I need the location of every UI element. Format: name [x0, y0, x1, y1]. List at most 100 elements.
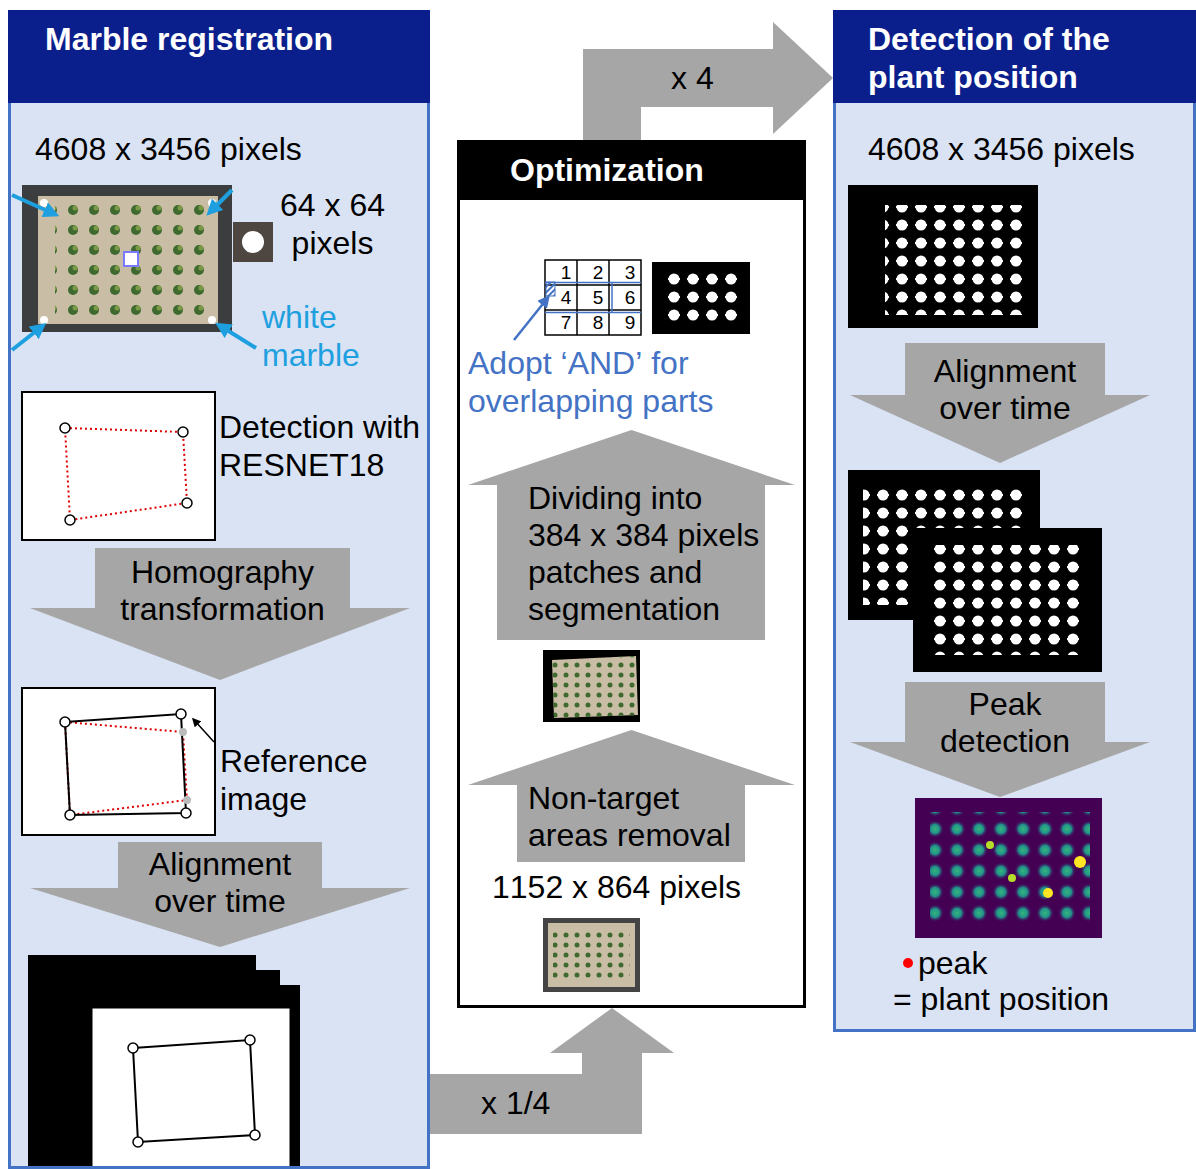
pointer-arrow [212, 190, 232, 210]
panel-heading: Optimization [457, 140, 806, 200]
size-label: 4608 x 3456 pixels [868, 130, 1135, 168]
label-slot: 7 [550, 310, 582, 335]
small-ground [548, 923, 635, 987]
label-slot: 64 x 64 pixels [270, 186, 395, 262]
corner-dot [133, 1137, 143, 1147]
arrow-head [773, 22, 833, 134]
heat-peak [1074, 856, 1086, 868]
detected-quad [65, 428, 187, 520]
pointer-arrow [12, 195, 52, 213]
arrow-text: Alignment over time [118, 846, 322, 920]
panel-box: Detection of the plant positionAlignment… [833, 10, 1196, 1032]
corner-dot [181, 808, 191, 818]
arrow-outline [850, 682, 1150, 797]
marble-patch [233, 222, 273, 262]
label-slot: 1 [550, 260, 582, 285]
marble-dot [40, 199, 48, 207]
leader-line [195, 721, 214, 742]
overlap-hatch [546, 282, 555, 296]
flow-arrow [612, 22, 833, 140]
heat-peak [986, 841, 994, 849]
label-slot: 3 [614, 260, 646, 285]
mask-blobs [885, 205, 1025, 315]
label-slot: Detection with RESNET18 [219, 408, 425, 484]
mask-blobs [930, 545, 1085, 655]
panel-box: OptimizationDividing into 384 x 384 pixe… [457, 140, 806, 1008]
arrow-outline [850, 343, 1150, 463]
corner-dot [178, 427, 188, 437]
edge-label: x 1/4 [478, 1085, 553, 1122]
arrow-shaft [430, 1053, 612, 1104]
overlap-line [611, 283, 613, 313]
label-slot: 9 [614, 310, 646, 335]
arrow-outline [468, 430, 795, 640]
legend-text: = plant position [893, 980, 1109, 1018]
marble-dot [208, 316, 216, 324]
marble-dot [40, 316, 48, 324]
corner-dot [65, 810, 75, 820]
arrow-text: Alignment over time [905, 353, 1105, 427]
cell-number: 5 [582, 285, 614, 310]
grid-line [608, 260, 610, 335]
label-slot: = plant position [893, 980, 1109, 1018]
heat-blobs [930, 812, 1090, 924]
label-slot: Reference image [220, 742, 415, 818]
heatmap [915, 798, 1102, 938]
cell-number: 9 [614, 310, 646, 335]
cell-number: 4 [550, 285, 582, 310]
size-label: 4608 x 3456 pixels [35, 130, 302, 168]
label-slot: 1152 x 864 pixels [492, 868, 741, 906]
label-slot: 6 [614, 285, 646, 310]
mask-image [848, 185, 1038, 328]
arrow-outline [30, 548, 410, 680]
field-photo [22, 185, 232, 332]
heat-peak [1043, 888, 1053, 898]
size-label: 1152 x 864 pixels [492, 868, 741, 906]
cell-number: 7 [550, 310, 582, 335]
corner-dot [128, 1043, 138, 1053]
arrow-shaft [612, 78, 773, 140]
step-label: Reference image [220, 742, 415, 818]
size-label: 64 x 64 pixels [270, 186, 395, 262]
pointer-arrow [12, 328, 40, 350]
overlap-line [545, 312, 641, 314]
patch-grid [545, 260, 641, 335]
arrow-text: Dividing into 384 x 384 pixels patches a… [528, 480, 762, 628]
block-arrow: Dividing into 384 x 384 pixels patches a… [468, 430, 795, 640]
marble [242, 231, 264, 253]
cropped-ground [552, 656, 638, 718]
arrow-text: Homography transformation [95, 554, 350, 628]
corner-dot [245, 1035, 255, 1045]
cell-number: 3 [614, 260, 646, 285]
grid-line [545, 284, 641, 286]
panel-ground [833, 10, 1196, 1032]
grid-line [545, 309, 641, 311]
small-photo [543, 918, 640, 992]
label-slot: x 1/4 [478, 1085, 553, 1122]
block-arrow: Non-target areas removal [468, 730, 795, 862]
pointer-arrow [514, 300, 546, 340]
label-slot: 8 [582, 310, 614, 335]
label-slot: 4608 x 3456 pixels [868, 130, 1135, 168]
cropped-photo [543, 650, 640, 722]
arrow-head [550, 1008, 674, 1053]
arrow-outline [30, 842, 410, 947]
arrow-text: Non-target areas removal [528, 780, 743, 854]
panel-box: Marble registrationHomography transforma… [8, 10, 430, 1169]
field-plants [55, 205, 205, 315]
block-arrow: Alignment over time [30, 842, 410, 947]
corner-dot [183, 796, 191, 804]
callout-text: white marble [262, 298, 392, 374]
reference-quad [65, 714, 186, 815]
label-slot: peak [918, 944, 987, 982]
panel-heading: Detection of the plant position [833, 10, 1196, 103]
heat-peak [1008, 874, 1016, 882]
aligned-frame [92, 1008, 290, 1169]
cropped-plants [552, 656, 638, 718]
cell-number: 8 [582, 310, 614, 335]
block-arrow: Peak detection [850, 682, 1150, 797]
arrow-text: Peak detection [905, 686, 1105, 760]
aligned-quad [133, 1040, 255, 1142]
detection-frame [22, 392, 215, 540]
